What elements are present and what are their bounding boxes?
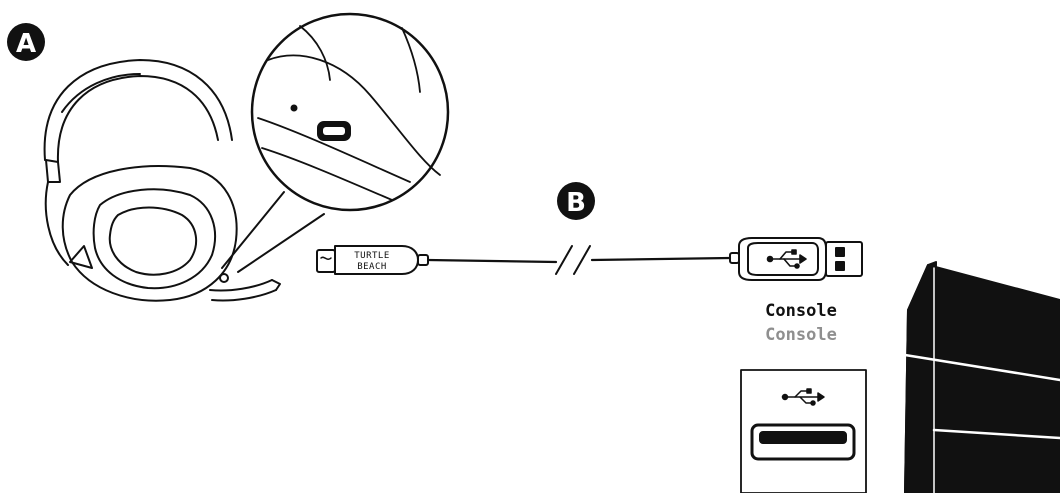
marker-b: B bbox=[557, 182, 595, 220]
console-icon bbox=[905, 262, 1060, 493]
usb-symbol-icon bbox=[783, 389, 825, 405]
cable-brand-line-2: BEACH bbox=[357, 262, 387, 272]
usb-port-icon bbox=[741, 370, 866, 493]
zoom-guide-line bbox=[238, 214, 324, 272]
zoom-guide-line bbox=[222, 192, 284, 268]
marker-b-label: B bbox=[566, 188, 586, 218]
headset-icon bbox=[45, 60, 280, 301]
port-label-secondary: Console bbox=[740, 325, 862, 345]
marker-a-label: A bbox=[16, 29, 36, 59]
usb-cable-icon: TURTLE BEACH bbox=[317, 238, 862, 280]
marker-a: A bbox=[7, 23, 45, 61]
usb-micro-port-icon bbox=[252, 14, 448, 210]
usb-symbol-icon bbox=[768, 250, 807, 268]
port-label-primary: Console bbox=[740, 301, 862, 321]
cable-brand-line-1: TURTLE bbox=[354, 251, 390, 261]
